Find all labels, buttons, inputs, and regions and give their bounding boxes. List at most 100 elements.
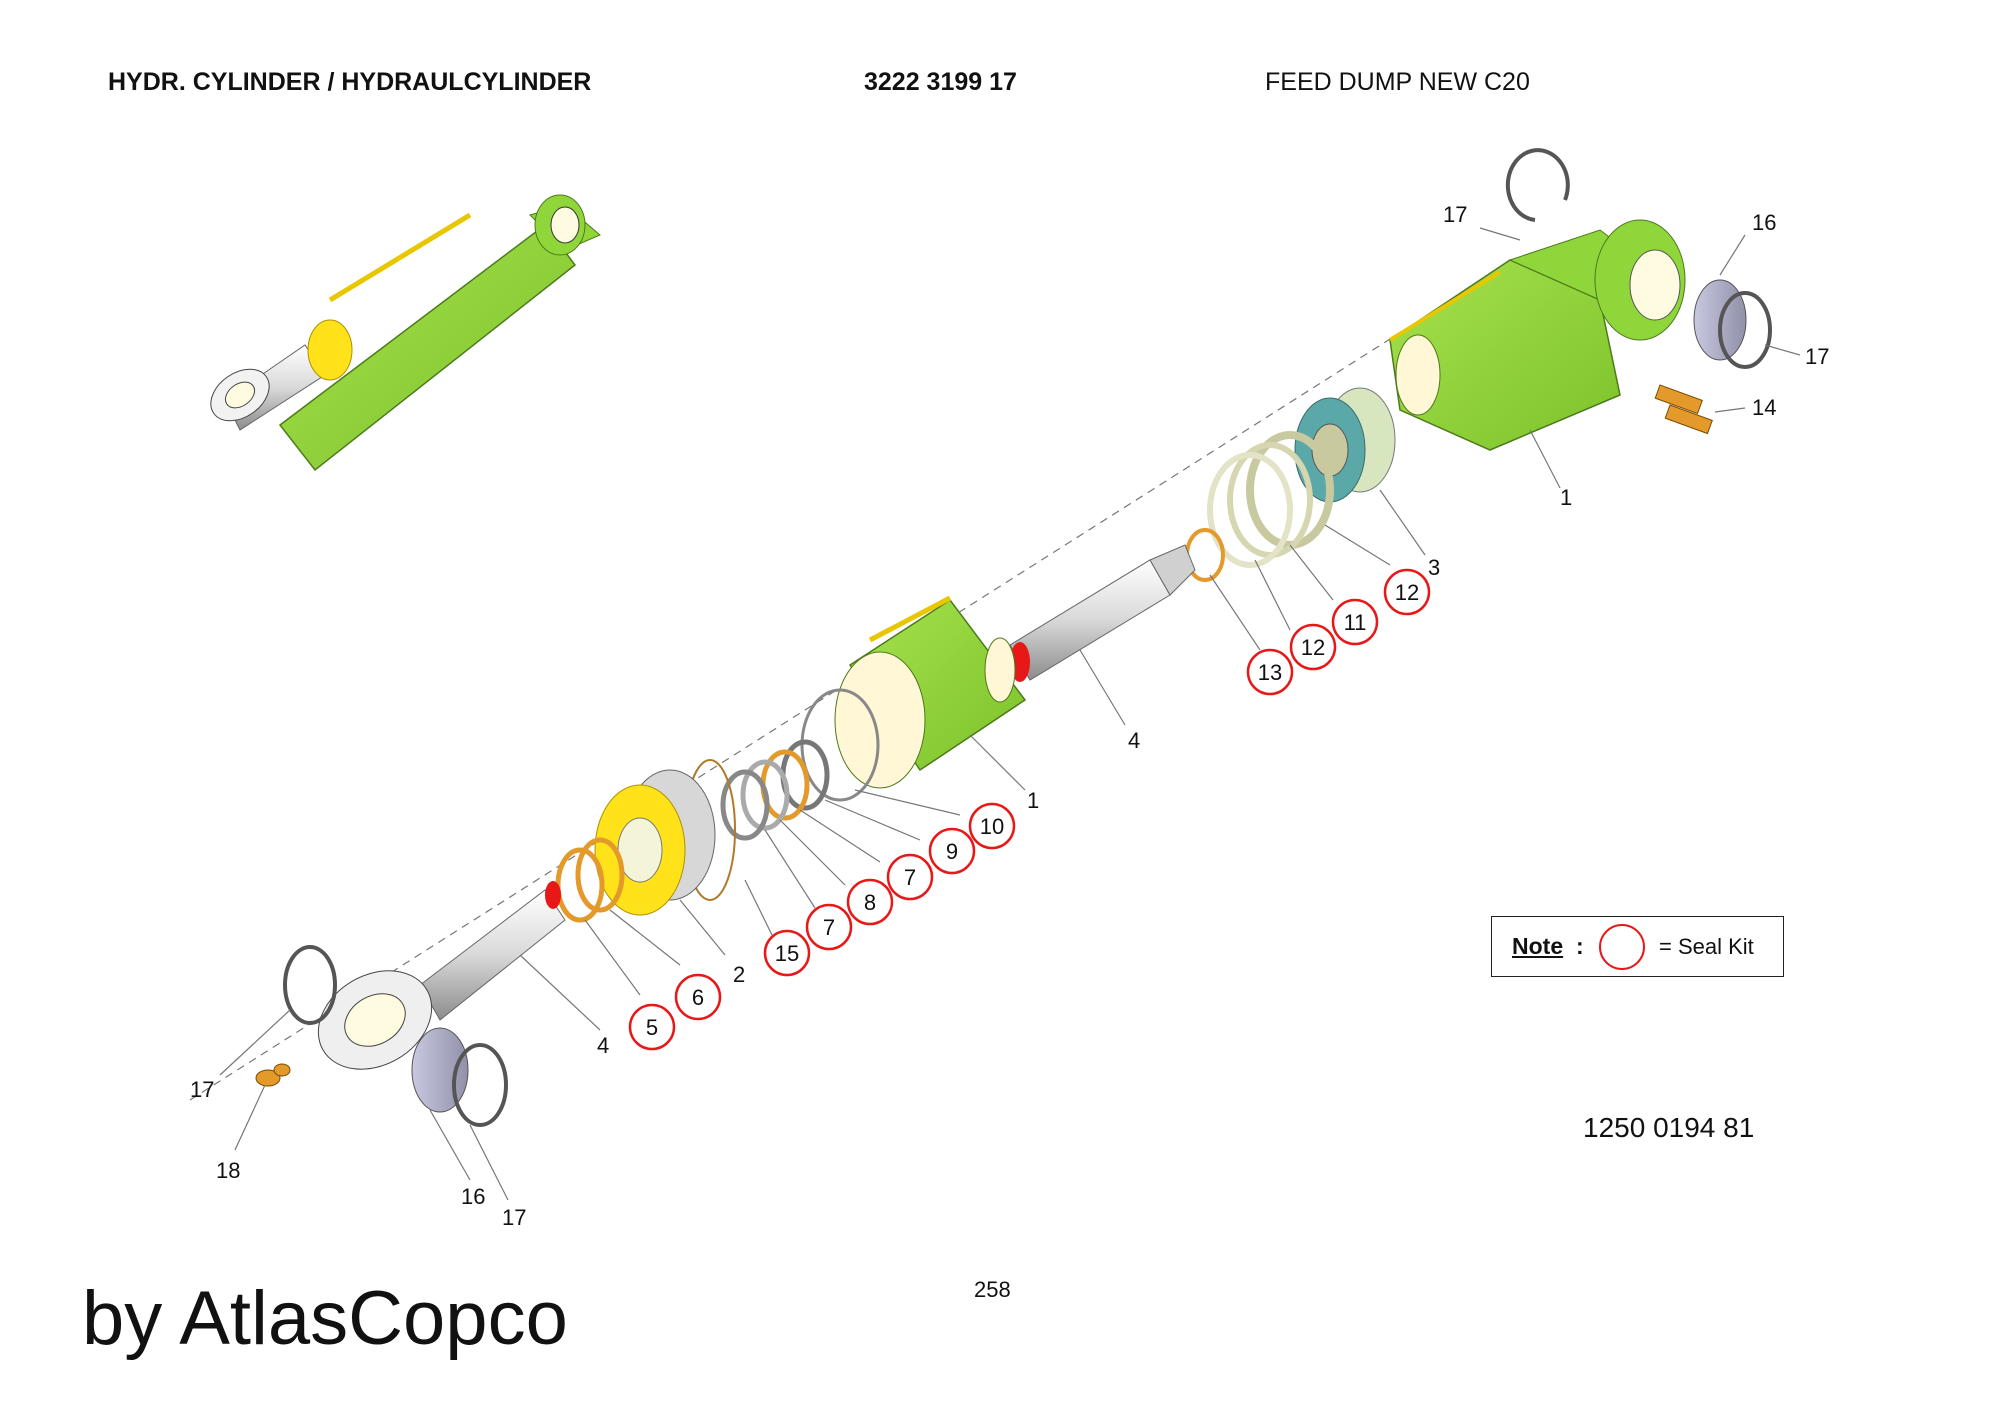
callout-17-a: 17 [1443, 202, 1467, 227]
circlip-17-front-right [452, 1043, 508, 1127]
callout-1-b: 1 [1027, 788, 1039, 813]
circlip-17-front-left [283, 945, 337, 1025]
page-number: 258 [974, 1277, 1011, 1302]
leader-16a [1719, 234, 1746, 276]
seal-circle-11 [1331, 598, 1379, 646]
barrel-rear-bore [1395, 334, 1441, 416]
seal-12-front [1207, 452, 1293, 568]
grease-nipple-18-b [273, 1063, 291, 1077]
assembled-tube-line [328, 212, 472, 303]
leader-15 [744, 879, 773, 936]
gland-2-bore [617, 817, 663, 883]
leader-6 [609, 909, 681, 966]
leader-7a [799, 809, 881, 863]
leader-14 [1714, 407, 1746, 413]
callout-12-b: 12 [1301, 635, 1325, 660]
fitting-14-b [1664, 404, 1713, 435]
note-colon: : [1576, 933, 1584, 959]
seal-circle-12a [1383, 568, 1431, 616]
leader-1a [1529, 429, 1561, 489]
callout-8: 8 [864, 890, 876, 915]
assembled-cylinder [210, 194, 601, 472]
brand-footer: by AtlasCopco [82, 1276, 568, 1361]
callout-6: 6 [692, 985, 704, 1010]
ring-7-lower [720, 769, 770, 841]
leader-1b [969, 734, 1026, 791]
circlip-17-rear-outer [1718, 291, 1772, 369]
callout-10: 10 [980, 814, 1004, 839]
grease-nipple-18 [255, 1063, 291, 1087]
piston-rod-lower [419, 889, 566, 1021]
fitting-14-a [1654, 384, 1703, 415]
seal-kit-legend-circle [1599, 924, 1645, 970]
leader-5 [584, 919, 641, 996]
leader-12a [1324, 524, 1391, 566]
rear-clevis-eye [1629, 249, 1681, 321]
assembled-rod-eye-hole [224, 381, 256, 409]
callout-4-a: 4 [1128, 728, 1140, 753]
seal-kit-callouts: 12 11 12 13 10 9 7 8 7 15 6 5 [628, 568, 1431, 1051]
assembly-axis [189, 319, 1421, 1101]
barrel-front-tube-line [868, 595, 952, 643]
seal-circle-7b [805, 903, 853, 951]
drawing-subtitle: FEED DUMP NEW C20 [1265, 68, 1530, 96]
leader-10 [854, 789, 961, 816]
cylinder-barrel-front [834, 595, 1027, 789]
assembled-barrel [278, 223, 577, 472]
ring-8 [740, 759, 790, 831]
callout-2: 2 [733, 962, 745, 987]
note-label: Note [1512, 933, 1564, 959]
piston-rod-lower-end [545, 881, 561, 909]
ring-10 [800, 688, 880, 802]
barrel-rear-tube-line [1388, 270, 1502, 342]
bushing-16-front [411, 1027, 469, 1113]
seal-kit-note: Note : = Seal Kit [1491, 916, 1784, 977]
rod-eye-hole [344, 993, 406, 1047]
leader-lines [219, 227, 1801, 1201]
assembled-clevis-eye [550, 206, 580, 244]
piston-rod-upper [1009, 559, 1171, 681]
leader-18 [234, 1084, 266, 1151]
seal-circle-15 [763, 929, 811, 977]
callout-13: 13 [1258, 660, 1282, 685]
leader-17b [1764, 344, 1801, 356]
barrel-front-bore [834, 651, 926, 789]
callout-16-a: 16 [1752, 210, 1776, 235]
seal-circle-13 [1246, 648, 1294, 696]
callout-18: 18 [216, 1158, 240, 1183]
cylinder-barrel-rear [1388, 219, 1686, 451]
part-number: 3222 3199 17 [864, 68, 1017, 96]
leader-12b [1254, 559, 1291, 631]
callout-17-b: 17 [1805, 344, 1829, 369]
note-text: = Seal Kit [1659, 934, 1754, 959]
callout-11: 11 [1344, 610, 1367, 635]
leader-17a [1479, 227, 1521, 241]
leader-7b [764, 829, 816, 909]
leader-4b [519, 954, 601, 1031]
callout-1-a: 1 [1560, 485, 1572, 510]
callout-7-a: 7 [904, 865, 916, 890]
seal-circle-7a [886, 853, 934, 901]
callout-7-b: 7 [823, 915, 835, 940]
assembled-gland [307, 319, 353, 381]
leader-8 [779, 819, 846, 886]
callout-17-c: 17 [190, 1077, 214, 1102]
leader-4a [1079, 649, 1126, 726]
grease-nipple-18-a [255, 1069, 281, 1087]
document-number: 1250 0194 81 [1583, 1112, 1755, 1143]
seal-circle-12b [1289, 623, 1337, 671]
leader-13 [1209, 574, 1261, 651]
fittings-14 [1654, 384, 1713, 435]
leader-2 [679, 899, 726, 956]
drawing-title: HYDR. CYLINDER / HYDRAULCYLINDER [108, 68, 592, 96]
callout-9: 9 [946, 839, 958, 864]
barrel-front-rear-opening [984, 637, 1016, 703]
leader-11 [1289, 544, 1334, 601]
callout-4-b: 4 [597, 1033, 609, 1058]
seal-circle-10 [968, 802, 1016, 850]
leader-3 [1379, 489, 1426, 556]
callout-12-a: 12 [1395, 580, 1419, 605]
callout-16-b: 16 [461, 1184, 485, 1209]
seal-circle-6 [674, 973, 722, 1021]
